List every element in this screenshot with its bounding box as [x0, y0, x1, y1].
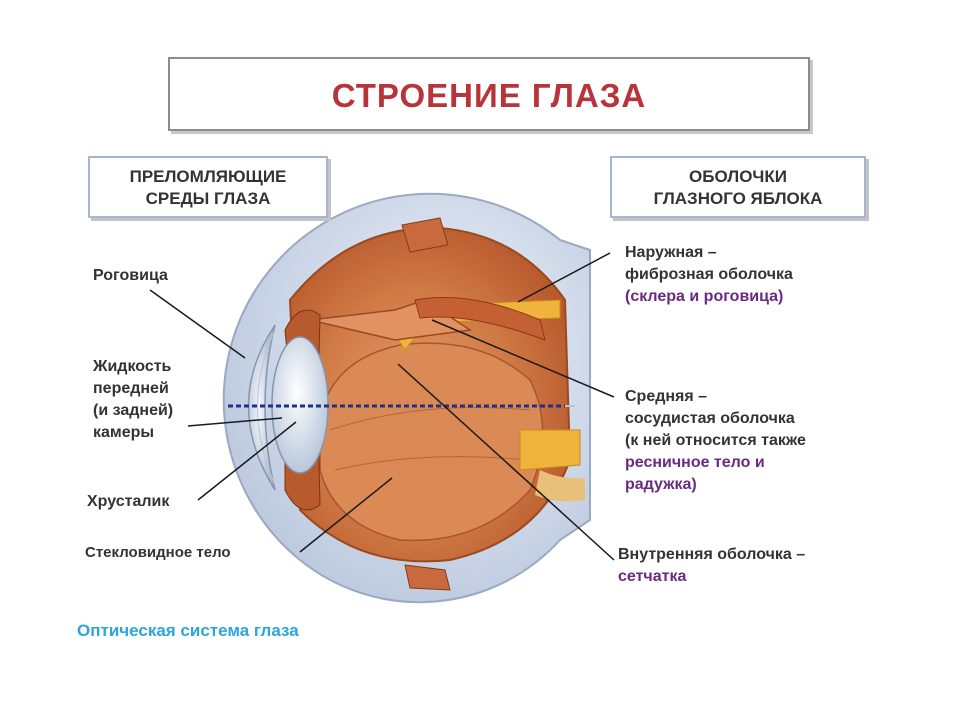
- label-inner-sub: сетчатка: [618, 568, 687, 585]
- leader-aqueous: [187, 417, 283, 427]
- leader-vitreous: [299, 477, 393, 553]
- label-aqueous-line-3: (и задней): [93, 402, 174, 419]
- label-middle-line-3: (к ней относится также: [625, 432, 806, 449]
- label-outer-sub: (склера и роговица): [625, 288, 784, 305]
- label-aqueous-humor: Жидкость передней (и задней) камеры: [93, 356, 173, 444]
- label-inner-text: Внутренняя оболочка –: [618, 546, 806, 563]
- title-box: СТРОЕНИЕ ГЛАЗА: [168, 57, 810, 131]
- label-middle-line-2: сосудистая оболочка: [625, 410, 795, 427]
- label-cornea-text: Роговица: [93, 267, 168, 284]
- label-cornea: Роговица: [93, 265, 168, 287]
- label-lens: Хрусталик: [87, 491, 169, 513]
- label-aqueous-line-1: Жидкость: [93, 358, 172, 375]
- leader-middle: [431, 319, 615, 398]
- refractive-header-line-1: ПРЕЛОМЛЯЮЩИЕ: [129, 167, 287, 186]
- refractive-header-line-2: СРЕДЫ ГЛАЗА: [145, 189, 271, 208]
- label-vitreous-text: Стекловидное тело: [85, 544, 231, 561]
- caption: Оптическая система глаза: [77, 621, 299, 640]
- leader-cornea: [149, 289, 246, 359]
- label-outer-line-1: Наружная –: [625, 244, 717, 261]
- label-outer-line-2: фиброзная оболочка: [625, 266, 793, 283]
- leader-lines: [149, 252, 615, 561]
- leader-lens: [197, 421, 297, 501]
- cut-flap: [309, 297, 546, 341]
- label-middle-sub-1: ресничное тело и: [625, 454, 765, 471]
- leader-inner: [397, 363, 615, 561]
- label-middle-membrane: Средняя – сосудистая оболочка (к ней отн…: [625, 386, 806, 496]
- label-outer-membrane: Наружная – фиброзная оболочка (склера и …: [625, 242, 793, 308]
- label-aqueous-line-4: камеры: [93, 424, 155, 441]
- label-vitreous-body: Стекловидное тело: [85, 542, 231, 564]
- eye-muscles: [401, 217, 451, 591]
- leader-outer: [517, 252, 611, 303]
- label-middle-sub-2: радужка): [625, 476, 697, 493]
- membranes-header-line-2: ГЛАЗНОГО ЯБЛОКА: [653, 189, 823, 208]
- eye-membranes-header: ОБОЛОЧКИ ГЛАЗНОГО ЯБЛОКА: [610, 156, 866, 218]
- label-middle-line-1: Средняя –: [625, 388, 708, 405]
- membranes-header-line-1: ОБОЛОЧКИ: [689, 167, 787, 186]
- label-aqueous-line-2: передней: [93, 380, 169, 397]
- refractive-media-header: ПРЕЛОМЛЯЮЩИЕ СРЕДЫ ГЛАЗА: [88, 156, 328, 218]
- page-title: СТРОЕНИЕ ГЛАЗА: [331, 77, 647, 114]
- label-inner-membrane: Внутренняя оболочка – сетчатка: [618, 544, 805, 588]
- label-lens-text: Хрусталик: [87, 493, 170, 510]
